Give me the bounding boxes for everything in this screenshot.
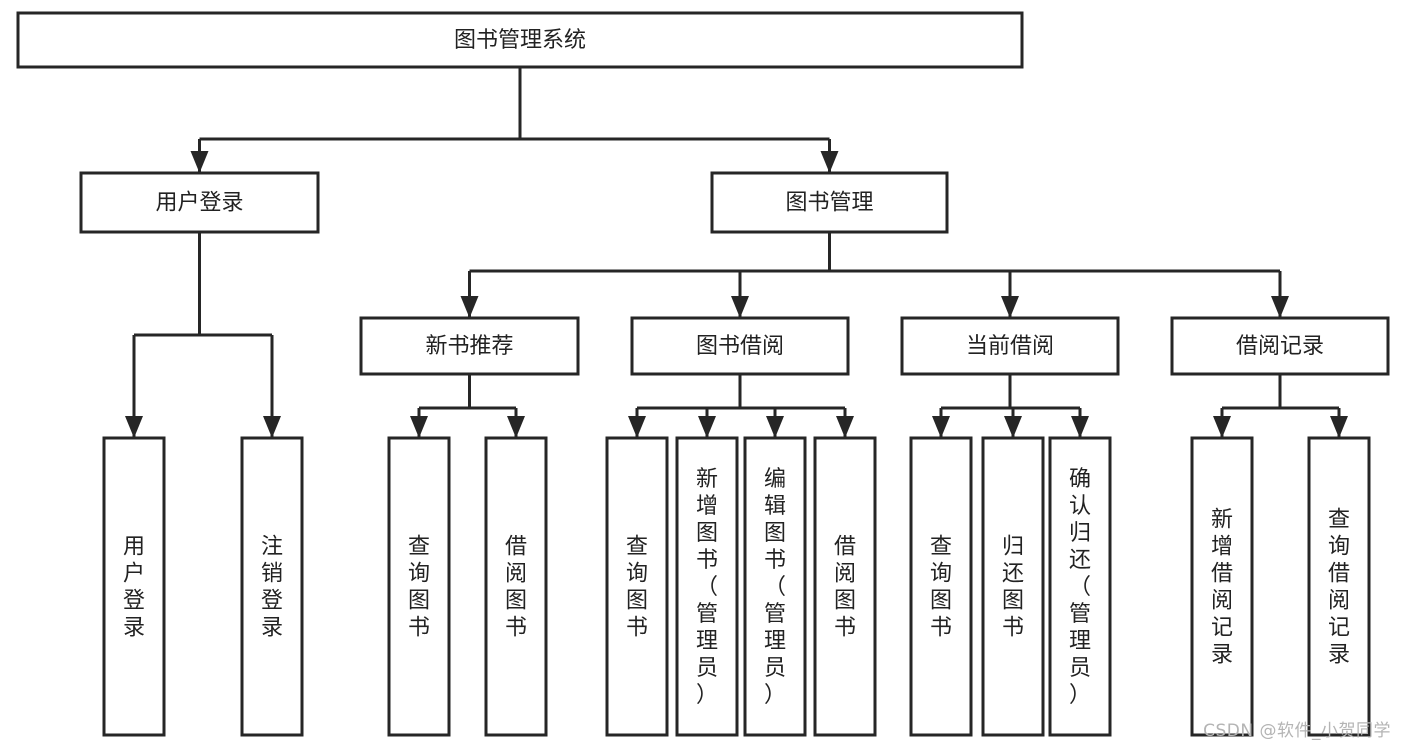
level2-node[interactable]: 用户登录 <box>79 171 320 234</box>
level3-node[interactable]: 当前借阅 <box>900 316 1120 376</box>
leaf-node[interactable]: 借阅图书 <box>813 436 877 737</box>
arrow-head-icon <box>698 416 716 438</box>
arrow-head-icon <box>263 416 281 438</box>
leaf-node[interactable]: 借阅图书 <box>484 436 548 737</box>
leaf-node-rect <box>1048 436 1112 737</box>
leaf-node[interactable]: 新增借阅记录 <box>1190 436 1254 737</box>
level2-node[interactable]: 图书管理 <box>710 171 949 234</box>
level3-node-rect <box>359 316 580 376</box>
arrow-head-icon <box>932 416 950 438</box>
node-label: 查询图书 <box>930 535 952 641</box>
arrow-head-icon <box>1271 296 1289 318</box>
arrow-head-icon <box>460 296 479 318</box>
level3-node[interactable]: 新书推荐 <box>359 316 580 376</box>
leaf-node[interactable]: 查询借阅记录 <box>1307 436 1371 737</box>
leaf-node-rect <box>981 436 1045 737</box>
node-label: 确认归还（管理员） <box>1069 467 1091 708</box>
node-label: 新增图书（管理员） <box>696 467 718 708</box>
arrow-head-icon <box>1330 416 1348 438</box>
leaf-node-rect <box>240 436 304 737</box>
arrow-head-icon <box>836 416 854 438</box>
arrow-head-icon <box>628 416 646 438</box>
watermark-label: CSDN @软件_小贺同学 <box>1203 721 1391 741</box>
level2-node-rect <box>79 171 320 234</box>
root-node[interactable]: 图书管理系统 <box>16 11 1024 69</box>
arrow-head-icon <box>1001 296 1019 318</box>
leaf-node[interactable]: 查询图书 <box>605 436 669 737</box>
leaf-node-rect <box>102 436 166 737</box>
leaf-node[interactable]: 归还图书 <box>981 436 1045 737</box>
node-label: 图书管理 <box>785 191 873 216</box>
node-label: 借阅图书 <box>505 535 527 641</box>
root-node-rect <box>16 11 1024 69</box>
arrow-head-icon <box>820 151 839 173</box>
arrow-head-icon <box>410 416 428 438</box>
node-label: 借阅图书 <box>834 535 856 641</box>
leaf-node-rect <box>813 436 877 737</box>
node-label: 新增借阅记录 <box>1211 508 1233 668</box>
node-layer: 图书管理系统用户登录图书管理新书推荐图书借阅当前借阅借阅记录用户登录注销登录查询… <box>16 11 1390 737</box>
level3-node[interactable]: 图书借阅 <box>630 316 850 376</box>
leaf-node-rect <box>743 436 807 737</box>
leaf-node-rect <box>484 436 548 737</box>
leaf-node-rect <box>675 436 739 737</box>
node-label: 新书推荐 <box>425 334 513 359</box>
node-label: 编辑图书（管理员） <box>764 467 786 708</box>
node-label: 图书管理系统 <box>454 28 586 53</box>
leaf-node-rect <box>909 436 973 737</box>
arrow-head-icon <box>507 416 525 438</box>
leaf-node-rect <box>1307 436 1371 737</box>
node-label: 查询图书 <box>626 535 648 641</box>
level3-node-rect <box>1170 316 1390 376</box>
node-label: 用户登录 <box>123 535 145 641</box>
node-label: 图书借阅 <box>696 334 784 359</box>
leaf-node[interactable]: 确认归还（管理员） <box>1048 436 1112 737</box>
arrow-head-icon <box>731 296 749 318</box>
node-label: 当前借阅 <box>966 334 1054 359</box>
arrow-head-icon <box>125 416 143 438</box>
level3-node-rect <box>900 316 1120 376</box>
leaf-node-rect <box>605 436 669 737</box>
connector-layer <box>125 67 1348 438</box>
level2-node-rect <box>710 171 949 234</box>
arrow-head-icon <box>190 151 209 173</box>
leaf-node[interactable]: 查询图书 <box>909 436 973 737</box>
level3-node[interactable]: 借阅记录 <box>1170 316 1390 376</box>
leaf-node[interactable]: 查询图书 <box>387 436 451 737</box>
arrow-head-icon <box>766 416 784 438</box>
leaf-node[interactable]: 用户登录 <box>102 436 166 737</box>
node-label: 借阅记录 <box>1236 334 1324 359</box>
leaf-node-rect <box>1190 436 1254 737</box>
node-label: 查询借阅记录 <box>1328 508 1350 668</box>
arrow-head-icon <box>1071 416 1089 438</box>
leaf-node[interactable]: 新增图书（管理员） <box>675 436 739 737</box>
leaf-node[interactable]: 编辑图书（管理员） <box>743 436 807 737</box>
node-label: 查询图书 <box>408 535 430 641</box>
level3-node-rect <box>630 316 850 376</box>
node-label: 用户登录 <box>155 191 243 216</box>
node-label: 注销登录 <box>261 535 283 641</box>
arrow-head-icon <box>1004 416 1022 438</box>
node-label: 归还图书 <box>1002 535 1024 641</box>
leaf-node-rect <box>387 436 451 737</box>
leaf-node[interactable]: 注销登录 <box>240 436 304 737</box>
arrow-head-icon <box>1213 416 1231 438</box>
